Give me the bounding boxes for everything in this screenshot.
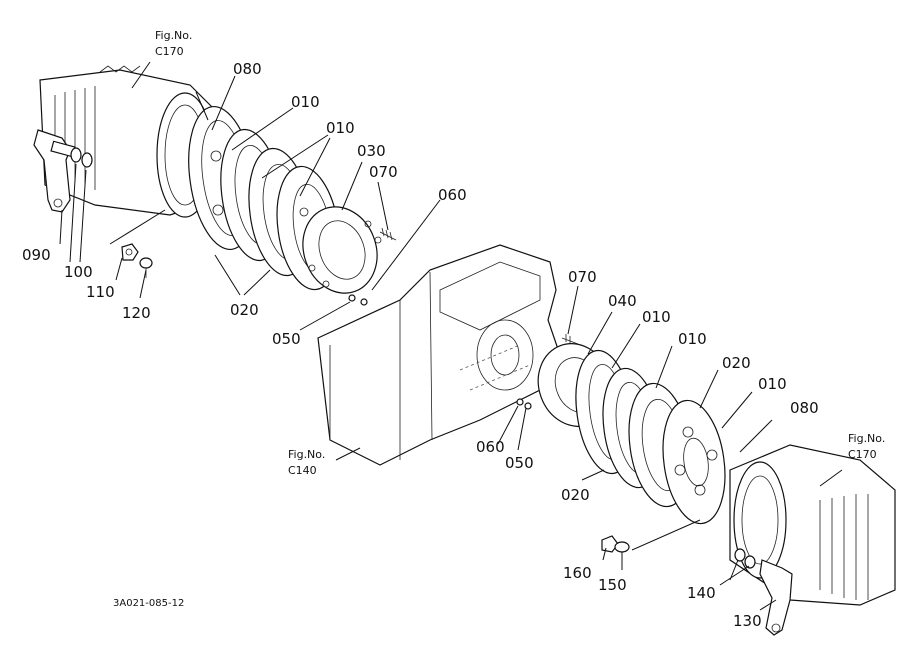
part-label-010: 010 xyxy=(291,93,320,111)
part-label-020: 020 xyxy=(722,354,751,372)
fig-ref-top-left: Fig.No. C170 xyxy=(155,29,192,58)
part-label-150: 150 xyxy=(598,576,627,594)
svg-text:Fig.No.: Fig.No. xyxy=(288,448,325,461)
part-label-020: 020 xyxy=(561,486,590,504)
part-label-100: 100 xyxy=(64,263,93,281)
pin-070-left xyxy=(379,227,397,241)
transmission-case xyxy=(317,244,561,466)
part-label-160: 160 xyxy=(563,564,592,582)
right-brake-housing xyxy=(729,444,896,606)
part-label-060: 060 xyxy=(476,438,505,456)
part-label-010: 010 xyxy=(758,375,787,393)
part-labels: 080 010 010 030 070 060 090 100 110 120 … xyxy=(22,60,819,630)
part-label-090: 090 xyxy=(22,246,51,264)
part-label-070: 070 xyxy=(568,268,597,286)
part-label-110: 110 xyxy=(86,283,115,301)
svg-text:C140: C140 xyxy=(288,464,317,477)
part-label-120: 120 xyxy=(122,304,151,322)
ball-050-left xyxy=(348,294,368,306)
part-label-050: 050 xyxy=(272,330,301,348)
fig-ref-center: Fig.No. C140 xyxy=(288,448,325,477)
part-label-010: 010 xyxy=(642,308,671,326)
part-label-020: 020 xyxy=(230,301,259,319)
drawing-code: 3A021-085-12 xyxy=(113,598,184,609)
bolt-150 xyxy=(614,541,630,553)
left-actuator-plate-030 xyxy=(302,206,382,294)
svg-text:Fig.No.: Fig.No. xyxy=(848,432,885,445)
svg-text:Fig.No.: Fig.No. xyxy=(155,29,192,42)
washers-140 xyxy=(734,548,756,569)
lever-arm-130 xyxy=(759,559,793,636)
part-label-080: 080 xyxy=(233,60,262,78)
nut-110 xyxy=(121,243,139,261)
svg-text:C170: C170 xyxy=(848,448,877,461)
leader-lines xyxy=(59,61,843,611)
ball-060-050-right xyxy=(516,398,532,410)
part-label-010: 010 xyxy=(678,330,707,348)
part-label-040: 040 xyxy=(608,292,637,310)
part-label-060: 060 xyxy=(438,186,467,204)
fig-ref-right: Fig.No. C170 xyxy=(848,432,885,461)
part-label-010: 010 xyxy=(326,119,355,137)
part-label-050: 050 xyxy=(505,454,534,472)
o-rings-100 xyxy=(70,147,93,168)
pin-070-right xyxy=(561,334,579,345)
svg-text:C170: C170 xyxy=(155,45,184,58)
part-label-080: 080 xyxy=(790,399,819,417)
part-label-140: 140 xyxy=(687,584,716,602)
part-label-030: 030 xyxy=(357,142,386,160)
right-friction-disc-3 xyxy=(662,399,726,525)
part-label-070: 070 xyxy=(369,163,398,181)
part-label-130: 130 xyxy=(733,612,762,630)
bolt-120 xyxy=(139,257,153,278)
lever-arm-090 xyxy=(33,129,76,213)
